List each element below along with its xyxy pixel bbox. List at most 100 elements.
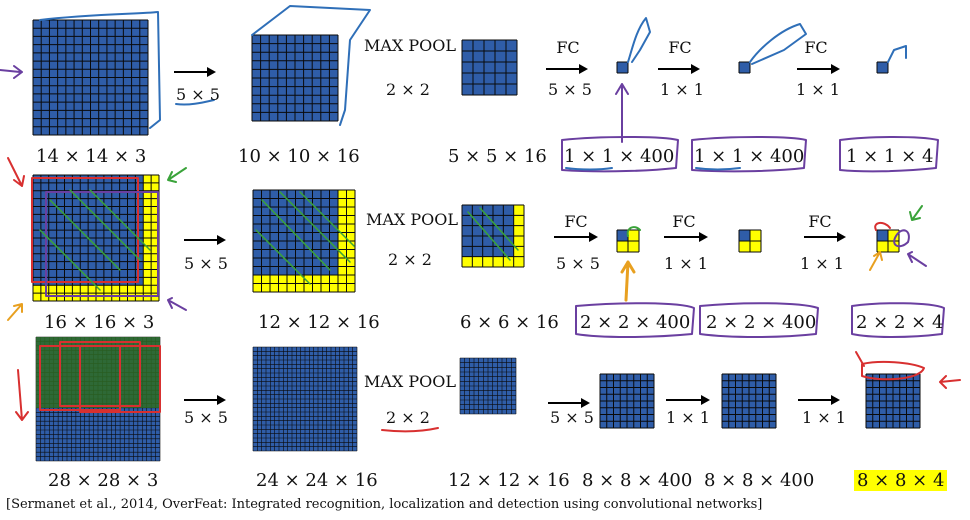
- row2-fc2-grid-blue-region: [739, 230, 750, 241]
- row3-fc3-red-tick: [855, 351, 865, 367]
- row1-fc1-arrow: [546, 64, 588, 74]
- row2-input-label: 16 × 16 × 3: [44, 312, 155, 333]
- row1-conv-op: 5 × 5: [176, 85, 220, 104]
- row1-input-grid: [32, 19, 149, 136]
- row3-fc3-arrow: [798, 395, 840, 405]
- row1-fc3-cell: [876, 61, 889, 74]
- row3-fc2-op: 1 × 1: [666, 408, 710, 427]
- row2-fc2-grid: [738, 229, 762, 253]
- row3-fc1-grid-lines: [599, 373, 655, 429]
- row1-fc1-pointer: [615, 83, 629, 143]
- row3-pool-grid-lines: [459, 357, 517, 415]
- row2-conv-hatching: [255, 191, 355, 285]
- row1-input-grid-lines: [32, 19, 149, 136]
- row2-fc3-red-mark: [874, 222, 891, 231]
- row3-fc2-grid-lines: [721, 373, 777, 429]
- row2-purple-arrow: [167, 297, 187, 311]
- row3-pool-grid: [459, 357, 517, 415]
- row2-fc1-grid-blue-region: [617, 230, 628, 241]
- row1-fc1-title: FC: [556, 38, 580, 57]
- row1-fc1-cell-fill: [617, 62, 628, 73]
- row1-fc3-arrow-head: [831, 64, 840, 74]
- row2-conv-label: 12 × 12 × 16: [258, 312, 380, 333]
- row3-fc3-op: 1 × 1: [802, 408, 846, 427]
- row2-orange-arrow: [7, 303, 23, 321]
- row2-fc1-arrow: [554, 232, 598, 242]
- row1-pool-label: 5 × 5 × 16: [448, 146, 547, 167]
- annotation-layer: [0, 5, 961, 433]
- row1-fc1-cell-lines: [616, 61, 629, 74]
- row1-fc2-arrow: [658, 64, 700, 74]
- row2-pool-grid-blue-region: [462, 205, 514, 257]
- row2-fc3-op: 1 × 1: [800, 254, 844, 273]
- row1-fc1-underline: [565, 167, 613, 171]
- row3-conv-label: 24 × 24 × 16: [256, 470, 378, 491]
- row1-conv-label: 10 × 10 × 16: [238, 146, 360, 167]
- row2-fc2-op: 1 × 1: [664, 254, 708, 273]
- row2-pool-title: MAX POOL: [365, 210, 459, 229]
- row3-fc2-label: 8 × 8 × 400: [704, 470, 815, 491]
- row3-fc2-arrow: [666, 395, 710, 405]
- row3-fc3-grid: [865, 373, 921, 429]
- row2-fc1-label: 2 × 2 × 400: [580, 312, 691, 333]
- row3-conv-op: 5 × 5: [184, 408, 228, 427]
- row1-fc2-cell-lines: [738, 61, 751, 74]
- row2-pool-hatching: [467, 207, 519, 261]
- row2-fc1-mark: [626, 226, 641, 237]
- row1-fc2-cell: [738, 61, 751, 74]
- row2-fc3-label: 2 × 2 × 4: [856, 312, 944, 333]
- row1-pool-op: 2 × 2: [386, 80, 430, 99]
- row1-conv-grid-lines: [251, 34, 339, 122]
- row1-fc1-cell: [616, 61, 629, 74]
- row2-conv-arrow: [184, 235, 226, 245]
- row3-pool-op: 2 × 2: [386, 408, 430, 427]
- row1-fc3-label: 1 × 1 × 4: [846, 146, 934, 167]
- row1-fc3-stroke: [887, 45, 907, 63]
- row2-fc3-grid-blue-region: [877, 230, 888, 241]
- row2-red-arrow: [7, 157, 25, 187]
- row3-conv-arrow-head: [217, 395, 226, 405]
- row3-fc2-arrow-head: [701, 395, 710, 405]
- row1-fc3-cell-fill: [877, 62, 888, 73]
- row2-fc1-grid: [616, 229, 640, 253]
- row1-fc1-arrow-head: [579, 64, 588, 74]
- row2-fc3-purple-arrow: [907, 251, 927, 267]
- row2-fc3-grid: [876, 229, 900, 253]
- row2-input-red-box: [31, 177, 139, 283]
- row2-fc3-grid-lines: [876, 229, 900, 253]
- row1-fc2-stroke: [749, 23, 807, 65]
- row1-fc1-stroke: [627, 17, 651, 63]
- row3-input-red-boxes: [39, 341, 161, 413]
- row1-fc2-label: 1 × 1 × 400: [694, 146, 805, 167]
- row3-fc3-arrow-head: [831, 395, 840, 405]
- row1-input-box-stroke: [39, 11, 161, 129]
- row1-input-label: 14 × 14 × 3: [36, 146, 147, 167]
- row1-conv-3d-stroke: [251, 5, 371, 126]
- row2-fc2-arrow: [664, 232, 708, 242]
- row2-conv-arrow-head: [217, 235, 226, 245]
- row2-fc3-circle: [851, 302, 945, 338]
- row1-pool-title: MAX POOL: [363, 36, 457, 55]
- row2-pool-grid: [461, 204, 525, 268]
- row2-conv-op: 5 × 5: [184, 254, 228, 273]
- row2-input-purple-box: [45, 191, 159, 297]
- row2-conv-grid-lines: [252, 189, 356, 293]
- row2-fc2-arrow-head: [699, 232, 708, 242]
- row1-fc1-label: 1 × 1 × 400: [564, 146, 675, 167]
- row3-fc1-label: 8 × 8 × 400: [582, 470, 693, 491]
- row2-fc2-circle: [699, 302, 819, 338]
- row3-conv-grid-lines: [252, 346, 358, 452]
- row1-fc2-title: FC: [668, 38, 692, 57]
- row2-hatching: [39, 189, 151, 291]
- row2-conv-grid: [252, 189, 356, 293]
- row3-fc1-grid: [599, 373, 655, 429]
- row1-fc2-underline: [695, 167, 741, 171]
- row2-fc3-orange-arrow: [869, 251, 883, 271]
- arrow-layer: [174, 64, 846, 408]
- row1-fc3-op: 1 × 1: [796, 80, 840, 99]
- row2-fc3-arrow-head: [837, 232, 846, 242]
- row3-fc1-arrow: [548, 398, 590, 408]
- grid-layer: [32, 19, 921, 462]
- row1-pool-grid-fill: [462, 40, 517, 95]
